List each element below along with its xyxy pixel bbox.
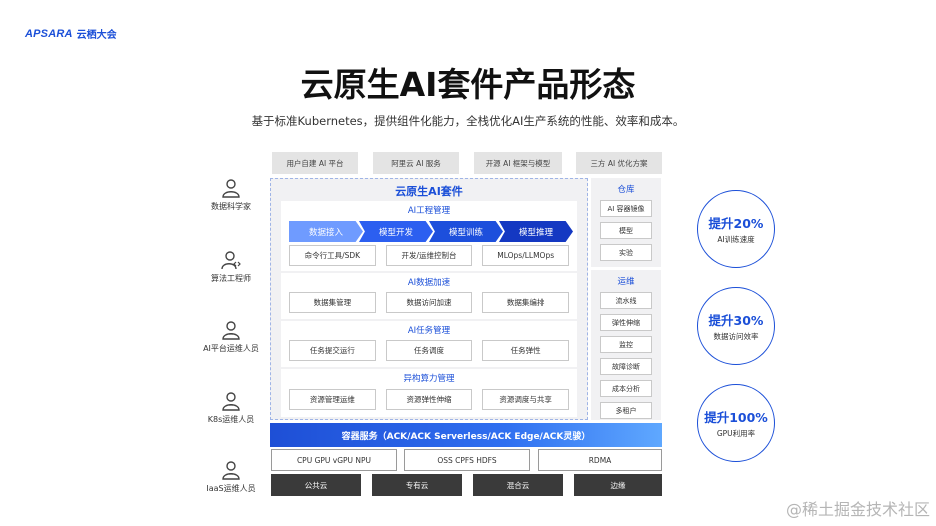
stage-model-infer: 模型推理	[499, 221, 573, 242]
group-title: 异构算力管理	[403, 374, 455, 384]
watermark: @稀土掘金技术社区	[785, 500, 930, 519]
group-task-mgmt: AI任务管理 任务提交运行 任务调度 任务弹性	[281, 321, 577, 367]
source-opensource: 开源 AI 框架与模型	[474, 152, 562, 174]
brand-name-cn: 云栖大会	[76, 30, 117, 41]
cloud-edge: 边缘	[574, 474, 662, 496]
group-compute-mgmt: 异构算力管理 资源管理运维 资源弹性伸缩 资源调度与共享	[281, 369, 577, 417]
stage-pipeline: 数据接入 模型开发 模型训练 模型推理	[289, 221, 573, 242]
group-title: AI工程管理	[407, 206, 451, 216]
group-data-accel: AI数据加速 数据集管理 数据访问加速 数据集编排	[281, 273, 577, 319]
ops-monitoring: 监控	[600, 336, 652, 353]
suite-title: 云原生AI套件	[395, 185, 463, 198]
task-submit: 任务提交运行	[289, 340, 376, 361]
group-title: AI任务管理	[407, 326, 451, 336]
stage-data-ingest: 数据接入	[289, 221, 363, 242]
user-ops-icon	[222, 461, 240, 480]
infra-compute: CPU GPU vGPU NPU	[271, 449, 397, 471]
infra-network: RDMA	[538, 449, 662, 471]
ops-autoscaling: 弹性伸缩	[600, 314, 652, 331]
tool-cli-sdk: 命令行工具/SDK	[289, 245, 376, 266]
persona-label: 数据科学家	[211, 202, 251, 211]
metric-label: 数据访问效率	[713, 332, 759, 341]
repository-panel: 仓库 AI 容器镜像 模型 实验	[591, 178, 661, 267]
resource-ops: 资源管理运维	[289, 389, 376, 410]
metric-value: 提升30%	[708, 313, 764, 328]
dataset-orchestration: 数据集编排	[482, 292, 570, 313]
persona-k8s-ops: K8s运维人员	[196, 391, 266, 425]
metric-label: GPU利用率	[716, 429, 756, 438]
dataset-mgmt: 数据集管理	[289, 292, 376, 313]
persona-iaas-ops: IaaS运维人员	[196, 460, 266, 494]
tool-console: 开发/运维控制台	[385, 245, 473, 266]
page-subtitle: 基于标准Kubernetes，提供组件化能力，全栈优化AI生产系统的性能、效率和…	[251, 114, 685, 128]
persona-label: K8s运维人员	[207, 415, 255, 424]
group-title: AI数据加速	[407, 278, 451, 288]
user-ops-icon	[222, 392, 240, 411]
group-ai-engineering: AI工程管理 数据接入 模型开发 模型训练 模型推理 命令行工具/SDK 开发/…	[281, 201, 577, 271]
metric-training-speed: 提升20% AI训练速度	[697, 190, 775, 268]
repo-model: 模型	[600, 222, 652, 239]
source-aliyun-ai: 阿里云 AI 服务	[373, 152, 459, 174]
stage-model-train: 模型训练	[429, 221, 503, 242]
metric-value: 提升20%	[708, 216, 764, 231]
brand-name-en: APSARA	[25, 27, 73, 40]
page-title: 云原生AI套件产品形态	[300, 65, 636, 104]
ops-multi-tenant: 多租户	[600, 402, 652, 419]
stage-model-dev: 模型开发	[359, 221, 433, 242]
cloud-private: 专有云	[372, 474, 462, 496]
repo-experiment: 实验	[600, 244, 652, 261]
cloud-hybrid: 混合云	[473, 474, 563, 496]
persona-label: IaaS运维人员	[206, 484, 256, 493]
task-row: 任务提交运行 任务调度 任务弹性	[289, 340, 570, 361]
operations-panel: 运维 流水线 弹性伸缩 监控 故障诊断 成本分析 多租户	[591, 270, 661, 420]
container-service-bar: 容器服务（ACK/ACK Serverless/ACK Edge/ACK灵骏）	[270, 423, 662, 447]
task-scheduling: 任务调度	[385, 340, 473, 361]
persona-algorithm-engineer: 算法工程师	[196, 250, 266, 284]
tool-mlops: MLOps/LLMOps	[482, 245, 570, 266]
source-third-party: 三方 AI 优化方案	[576, 152, 662, 174]
task-elastic: 任务弹性	[482, 340, 570, 361]
ops-pipeline: 流水线	[600, 292, 652, 309]
brand-logo: APSARA 云栖大会	[25, 26, 117, 42]
ops-cost-analysis: 成本分析	[600, 380, 652, 397]
persona-data-scientist: 数据科学家	[196, 178, 266, 212]
persona-label: AI平台运维人员	[203, 344, 259, 353]
repository-title: 仓库	[617, 185, 635, 195]
user-ops-icon	[222, 321, 240, 340]
repo-ai-image: AI 容器镜像	[600, 200, 652, 217]
resource-scaling: 资源弹性伸缩	[385, 389, 473, 410]
source-user-platform: 用户自建 AI 平台	[272, 152, 358, 174]
resource-scheduling: 资源调度与共享	[482, 389, 570, 410]
compute-row: 资源管理运维 资源弹性伸缩 资源调度与共享	[289, 389, 570, 410]
data-access-accel: 数据访问加速	[385, 292, 473, 313]
ai-suite-panel: 云原生AI套件 AI工程管理 数据接入 模型开发 模型训练 模型推理 命令行工具…	[270, 178, 588, 420]
infra-storage: OSS CPFS HDFS	[404, 449, 530, 471]
cloud-public: 公共云	[271, 474, 361, 496]
ops-diagnosis: 故障诊断	[600, 358, 652, 375]
metric-gpu-utilization: 提升100% GPU利用率	[697, 384, 775, 462]
tool-row: 命令行工具/SDK 开发/运维控制台 MLOps/LLMOps	[289, 245, 570, 266]
user-code-icon	[221, 251, 241, 270]
metric-data-access: 提升30% 数据访问效率	[697, 287, 775, 365]
data-accel-row: 数据集管理 数据访问加速 数据集编排	[289, 292, 570, 313]
persona-ai-platform-ops: AI平台运维人员	[196, 320, 266, 354]
user-icon	[222, 179, 240, 198]
metric-value: 提升100%	[704, 410, 768, 425]
metric-label: AI训练速度	[717, 235, 755, 244]
persona-label: 算法工程师	[211, 274, 251, 283]
operations-title: 运维	[617, 277, 635, 287]
